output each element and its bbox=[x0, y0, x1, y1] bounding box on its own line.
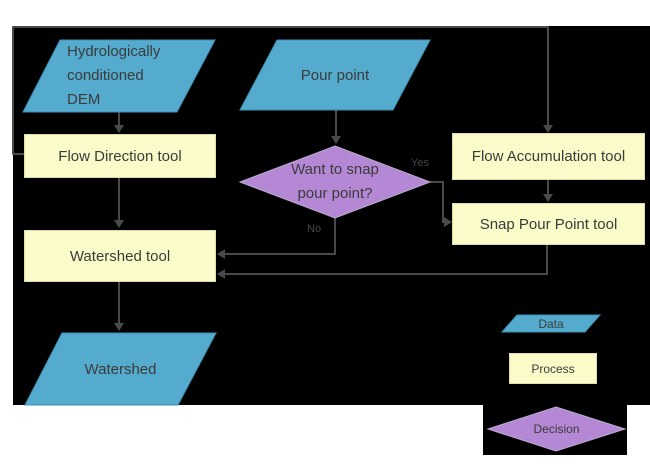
legend-process: Process bbox=[509, 353, 597, 384]
node-flow-accumulation-tool: Flow Accumulation tool bbox=[452, 133, 645, 180]
legend-label: Process bbox=[531, 361, 575, 376]
decision-diamond-shape bbox=[238, 145, 432, 219]
node-hydrologically-conditioned-dem: Hydrologically conditioned DEM bbox=[22, 39, 216, 113]
edge-decision-no-to-watershed-tool bbox=[217, 218, 336, 259]
data-parallelogram-shape bbox=[22, 39, 216, 113]
data-parallelogram-shape bbox=[24, 332, 217, 406]
data-parallelogram-shape bbox=[239, 39, 431, 111]
node-label: Snap Pour Point tool bbox=[479, 215, 618, 233]
edge-decision-yes-to-snap-tool bbox=[430, 181, 452, 227]
legend-label: Decision bbox=[533, 422, 580, 436]
node-label: Pour point bbox=[300, 66, 370, 84]
node-label: Watershed bbox=[84, 360, 157, 378]
legend-data-parallelogram-shape bbox=[500, 314, 602, 333]
node-label: Hydrologically conditioned DEM bbox=[67, 43, 161, 108]
node-label: Flow Direction tool bbox=[58, 147, 182, 165]
legend-decision: Decision bbox=[486, 406, 627, 452]
node-watershed: Watershed bbox=[24, 332, 217, 406]
node-label: Watershed tool bbox=[69, 247, 171, 265]
edge-watershed-tool-to-watershed bbox=[114, 282, 124, 331]
edge-label-yes: Yes bbox=[411, 157, 429, 169]
node-watershed-tool: Watershed tool bbox=[24, 230, 216, 282]
legend-decision-diamond-shape bbox=[486, 406, 627, 452]
edge-snap-tool-to-watershed-tool bbox=[217, 245, 548, 279]
node-flow-direction-tool: Flow Direction tool bbox=[24, 134, 216, 178]
node-snap-decision: Want to snap pour point? bbox=[238, 145, 432, 219]
edge-flow-accumulation-to-snap-tool bbox=[543, 180, 553, 202]
node-snap-pour-point-tool: Snap Pour Point tool bbox=[452, 203, 645, 245]
legend-label: Data bbox=[538, 316, 564, 331]
node-label: Flow Accumulation tool bbox=[471, 148, 626, 165]
legend-data: Data bbox=[500, 314, 602, 333]
edge-label-no: No bbox=[307, 223, 322, 235]
node-label: Want to snap pour point? bbox=[291, 161, 379, 202]
edge-dem-to-flow-direction bbox=[114, 112, 124, 133]
edge-flow-direction-to-watershed-tool bbox=[114, 178, 124, 228]
node-pour-point: Pour point bbox=[239, 39, 431, 111]
edge-pour-point-to-decision bbox=[331, 110, 341, 144]
edge-flow-direction-to-flow-accumulation bbox=[12, 26, 553, 155]
